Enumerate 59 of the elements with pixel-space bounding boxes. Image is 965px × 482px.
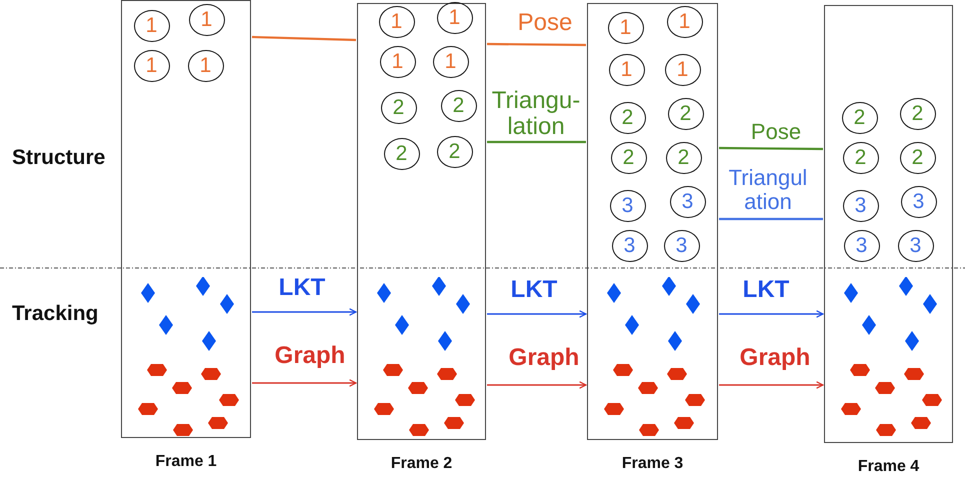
frame-label: Frame 2 — [390, 455, 454, 473]
numbered-circle: 3 — [610, 190, 646, 222]
arrow — [487, 310, 587, 318]
numbered-circle: 3 — [844, 230, 880, 262]
arrow — [252, 379, 357, 387]
arrow — [719, 310, 824, 318]
row-label: Structure — [12, 146, 106, 170]
connector-line — [718, 146, 824, 150]
numbered-circle: 2 — [436, 136, 472, 168]
numbered-circle: 3 — [900, 186, 936, 218]
edge-label: Pose — [516, 10, 574, 36]
numbered-circle: 2 — [610, 142, 646, 174]
edge-label: Triangul ation — [728, 166, 808, 214]
edge-label: Graph — [508, 345, 580, 371]
edge-label: LKT — [510, 277, 558, 303]
connector-line — [252, 36, 356, 42]
frame-label: Frame 4 — [856, 458, 920, 476]
numbered-circle: 3 — [664, 230, 700, 262]
numbered-circle: 1 — [188, 50, 224, 82]
arrow — [719, 381, 824, 389]
edge-label: Graph — [274, 343, 346, 369]
numbered-circle: 2 — [842, 142, 878, 174]
edge-label: LKT — [742, 277, 790, 303]
numbered-circle: 1 — [134, 50, 170, 82]
numbered-circle: 2 — [380, 92, 416, 124]
frame-label: Frame 1 — [154, 453, 218, 471]
numbered-circle: 2 — [668, 98, 704, 130]
numbered-circle: 1 — [436, 2, 472, 34]
numbered-circle: 3 — [612, 230, 648, 262]
numbered-circle: 2 — [666, 142, 702, 174]
arrow — [252, 308, 357, 316]
numbered-circle: 3 — [670, 186, 706, 218]
edge-label: LKT — [278, 275, 326, 301]
numbered-circle: 3 — [898, 230, 934, 262]
numbered-circle: 1 — [134, 10, 170, 42]
numbered-circle: 1 — [380, 46, 416, 78]
connector-line — [719, 218, 823, 220]
connector-line — [486, 42, 586, 46]
numbered-circle: 3 — [842, 190, 878, 222]
numbered-circle: 1 — [378, 6, 414, 38]
row-label: Tracking — [12, 302, 98, 326]
numbered-circle: 1 — [188, 4, 224, 36]
numbered-circle: 1 — [608, 54, 644, 86]
connector-line — [487, 140, 586, 144]
numbered-circle: 2 — [900, 142, 936, 174]
numbered-circle: 1 — [608, 12, 644, 44]
numbered-circle: 2 — [900, 98, 936, 130]
edge-label: Triangu- lation — [490, 88, 582, 140]
arrow — [487, 381, 587, 389]
frame-label: Frame 3 — [620, 455, 684, 473]
numbered-circle: 1 — [664, 54, 700, 86]
edge-label: Pose — [750, 120, 802, 144]
numbered-circle: 2 — [440, 90, 476, 122]
numbered-circle: 2 — [384, 138, 420, 170]
numbered-circle: 1 — [666, 6, 702, 38]
numbered-circle: 1 — [432, 46, 468, 78]
edge-label: Graph — [738, 345, 812, 371]
numbered-circle: 2 — [842, 102, 878, 134]
numbered-circle: 2 — [610, 102, 646, 134]
